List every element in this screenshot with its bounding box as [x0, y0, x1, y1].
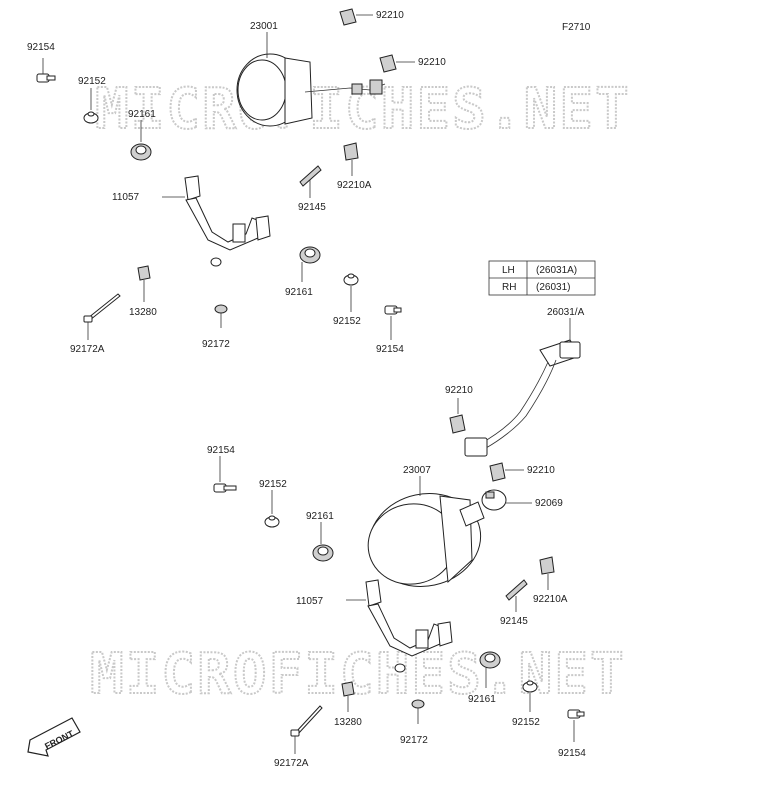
label-92152-mid: 92152: [333, 316, 361, 327]
label-92161-lower-mid: 92161: [306, 511, 334, 522]
bolt-92154-upper-left[interactable]: [36, 58, 56, 83]
screw-92172-upper[interactable]: [214, 304, 228, 328]
variant-table: LH (26031A) RH (26031): [488, 260, 596, 296]
watermark-top: MICROFICHES.NET: [95, 77, 631, 142]
label-92210-harness: 92210: [445, 385, 473, 396]
bolt-92154-mid[interactable]: [384, 305, 402, 315]
label-92069: 92069: [535, 498, 563, 509]
label-92152-upper: 92152: [78, 76, 106, 87]
label-92172-upper: 92172: [202, 339, 230, 350]
table-lh-side: LH: [502, 265, 515, 276]
figure-code: F2710: [562, 22, 591, 33]
bolt-92172A-lower[interactable]: [290, 705, 323, 737]
label-92210-lower: 92210: [527, 465, 555, 476]
label-92172-lower: 92172: [400, 735, 428, 746]
label-13280-lower: 13280: [334, 717, 362, 728]
label-92161-upper-mid: 92161: [285, 287, 313, 298]
label-92145-lower: 92145: [500, 616, 528, 627]
collar-92152-lower-left[interactable]: [264, 515, 280, 528]
front-arrow-icon: FRONT: [27, 717, 81, 757]
collar-92152-lower-right[interactable]: [522, 680, 538, 693]
table-lh-part: (26031A): [536, 265, 577, 276]
clip-92210-harness[interactable]: [449, 414, 466, 434]
label-92210-upper-right: 92210: [418, 57, 446, 68]
spring-92145-lower[interactable]: [505, 579, 528, 601]
grommet-92161-lower-mid[interactable]: [312, 544, 334, 562]
bolt-92172A-upper[interactable]: [83, 293, 121, 323]
bracket-11057-lower[interactable]: [365, 579, 453, 673]
grommet-92161-upper-left[interactable]: [130, 143, 152, 161]
table-rh-part: (26031): [536, 282, 570, 293]
label-92161-lower-right: 92161: [468, 694, 496, 705]
grommet-92161-upper-mid[interactable]: [299, 246, 321, 264]
label-23007: 23007: [403, 465, 431, 476]
clip-92210-lower[interactable]: [489, 462, 506, 482]
bracket-11057-upper[interactable]: [184, 175, 271, 267]
label-92161-upper-left: 92161: [128, 109, 156, 120]
label-11057-lower: 11057: [296, 596, 324, 607]
clip-92210A-upper[interactable]: [343, 142, 359, 161]
nut-13280-lower[interactable]: [341, 681, 355, 697]
clip-92210A-lower[interactable]: [539, 556, 555, 575]
screw-92172-lower[interactable]: [411, 699, 425, 724]
label-92154-upper-left: 92154: [27, 42, 55, 53]
label-92152-lower-left: 92152: [259, 479, 287, 490]
label-26031A: 26031/A: [547, 307, 585, 318]
headlight-23001[interactable]: [236, 53, 386, 127]
label-92152-lower-right: 92152: [512, 717, 540, 728]
label-92154-lower-left: 92154: [207, 445, 235, 456]
harness-26031A[interactable]: [464, 339, 581, 457]
label-23001: 23001: [250, 21, 278, 32]
label-92145-upper: 92145: [298, 202, 326, 213]
bulb-92069[interactable]: [459, 489, 507, 527]
grommet-92161-lower-right[interactable]: [479, 651, 501, 669]
collar-92152-mid[interactable]: [343, 273, 359, 286]
label-92154-lower-right: 92154: [558, 748, 586, 759]
nut-13280-upper[interactable]: [137, 265, 151, 281]
label-92154-mid: 92154: [376, 344, 404, 355]
table-rh-side: RH: [502, 282, 516, 293]
label-92210A-upper: 92210A: [337, 180, 372, 191]
clip-92210-top[interactable]: [339, 8, 357, 26]
label-92210-top: 92210: [376, 10, 404, 21]
headlight-23007[interactable]: [361, 483, 490, 596]
label-13280-upper: 13280: [129, 307, 157, 318]
label-92210A-lower: 92210A: [533, 594, 568, 605]
bolt-92154-lower-left[interactable]: [213, 483, 237, 493]
label-92172A-lower: 92172A: [274, 758, 309, 769]
bolt-92154-lower-right[interactable]: [567, 709, 585, 719]
label-92172A-upper: 92172A: [70, 344, 105, 355]
spring-92145-upper[interactable]: [299, 165, 322, 187]
label-11057-upper: 11057: [112, 192, 140, 203]
clip-92210-upper-right[interactable]: [379, 54, 397, 73]
collar-92152-upper[interactable]: [83, 111, 99, 124]
watermark-bottom: MICROFICHES.NET: [90, 642, 626, 707]
